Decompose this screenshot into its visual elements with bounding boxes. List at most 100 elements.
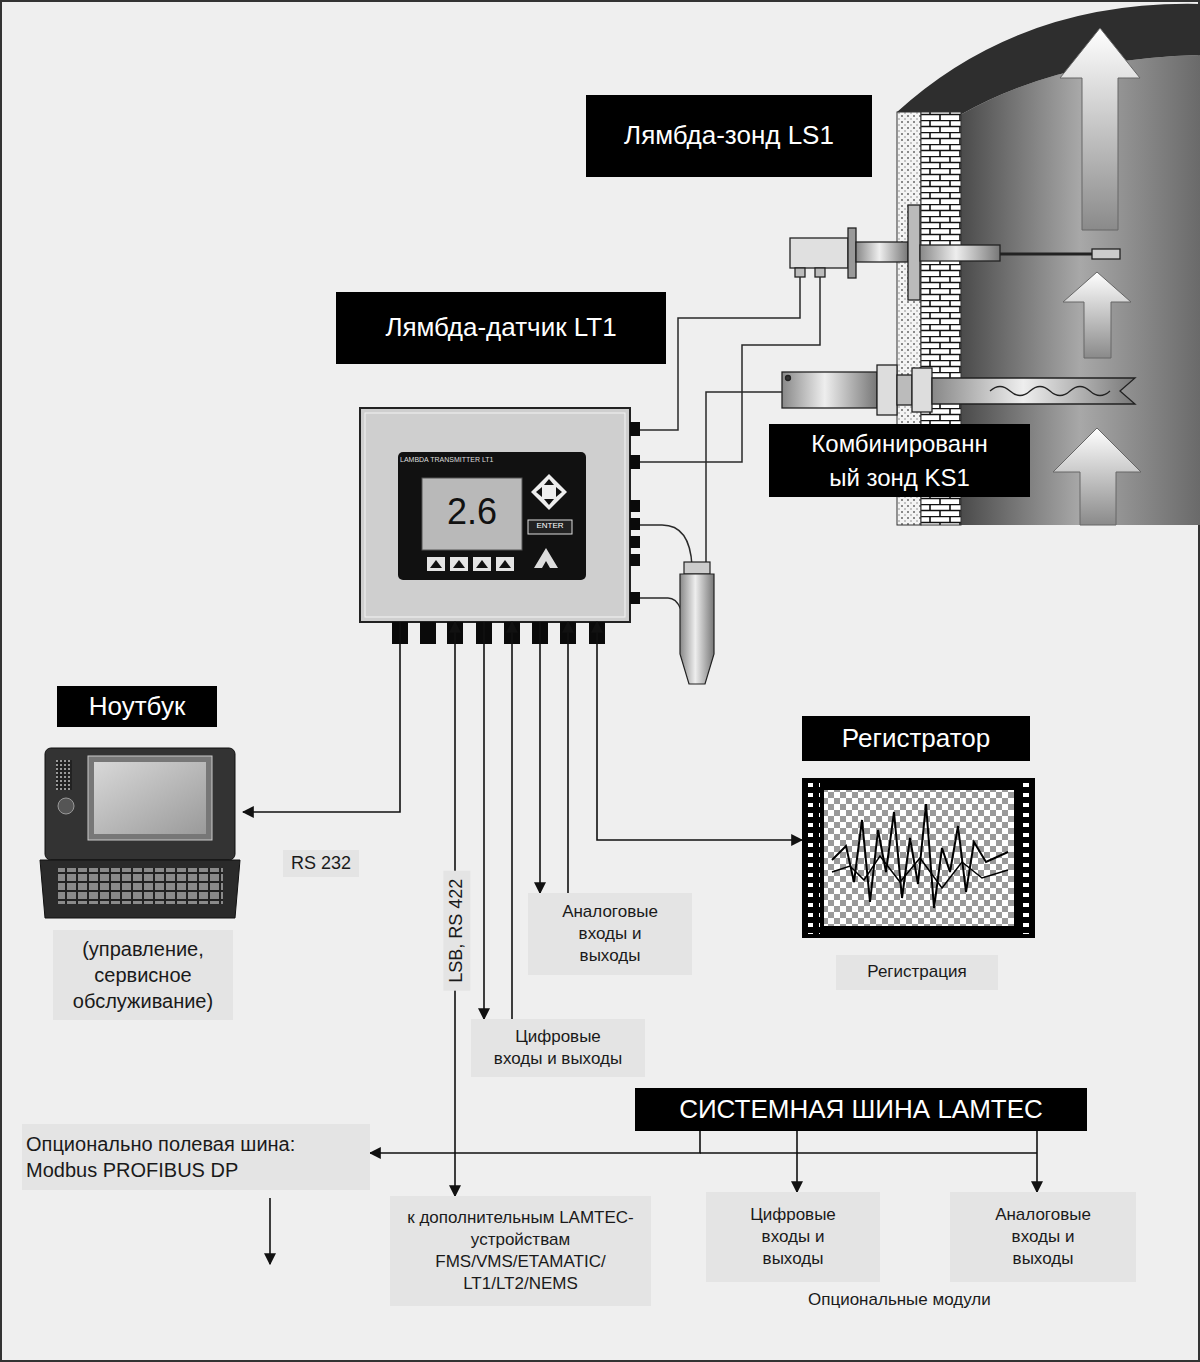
combined-probe-part bbox=[782, 372, 877, 408]
combined-probe-part bbox=[912, 368, 932, 412]
combined-probe-part bbox=[877, 365, 897, 415]
transmitter-housing-part bbox=[528, 520, 572, 534]
lambda-probe-part bbox=[795, 268, 805, 277]
combined-probe-part bbox=[932, 378, 1135, 404]
node-text: Лямбда-датчик LT1 bbox=[346, 311, 656, 345]
combined-probe-part bbox=[786, 376, 791, 381]
transmitter-housing-part-part bbox=[556, 487, 562, 497]
recorder-picture-part bbox=[808, 782, 820, 934]
transmitter-housing-part-part bbox=[473, 557, 491, 571]
node-text: (управление, сервисное обслуживание) bbox=[59, 936, 227, 1014]
node-text: Аналоговые входы и выходы bbox=[552, 901, 668, 967]
io-label: Регистрация bbox=[836, 955, 998, 990]
transmitter-housing-part bbox=[422, 478, 522, 550]
module-box: Аналоговые входы и выходы bbox=[950, 1192, 1136, 1282]
transmitter-housing bbox=[360, 408, 640, 644]
connector-label: LSB, RS 422 bbox=[443, 870, 470, 990]
node-text: к дополнительным LAMTEC-устройствам FMS/… bbox=[398, 1207, 643, 1295]
laptop-picture-part bbox=[58, 868, 223, 904]
transmitter-housing-part-part bbox=[430, 560, 442, 568]
connector-label: RS 232 bbox=[283, 850, 359, 877]
lambda-probe-part bbox=[920, 245, 1000, 261]
lambda-sensor-part bbox=[680, 574, 714, 684]
connector bbox=[511, 622, 513, 1019]
connector bbox=[567, 622, 569, 893]
node-text: Комбинированн ый зонд KS1 bbox=[803, 427, 996, 494]
laptop-picture-part bbox=[58, 798, 74, 814]
node-text: LAMBDA TRANSMITTER LT1 bbox=[400, 455, 520, 464]
lambda-probe-part bbox=[1092, 249, 1120, 259]
lambda-sensor bbox=[680, 562, 714, 684]
recorder-picture bbox=[802, 778, 1035, 938]
transmitter-housing-part-part bbox=[630, 422, 640, 436]
transmitter-device: LAMBDA TRANSMITTER LT12.6ENTER bbox=[360, 408, 630, 622]
lambda-probe-part bbox=[908, 205, 920, 300]
transmitter-housing-part-part bbox=[630, 536, 640, 548]
recorder-picture-part bbox=[1017, 782, 1029, 934]
bus-label: СИСТЕМНАЯ ШИНА LAMTEC bbox=[635, 1088, 1087, 1131]
lambda-sensor-part bbox=[684, 562, 710, 574]
transmitter-housing-part-part bbox=[453, 560, 465, 568]
device-list-box: к дополнительным LAMTEC-устройствам FMS/… bbox=[390, 1196, 651, 1306]
transmitter-housing-part-part bbox=[630, 592, 640, 604]
laptop-picture-part bbox=[88, 756, 212, 840]
connector bbox=[370, 1131, 700, 1153]
recorder-picture-part bbox=[824, 790, 1014, 926]
transmitter-housing-part-part bbox=[630, 455, 640, 469]
node-text: Ноутбук bbox=[57, 686, 217, 727]
recorder: Регистратор bbox=[802, 716, 1035, 938]
probe-label: Лямбда-зонд LS1 bbox=[586, 95, 872, 177]
laptop-picture bbox=[40, 748, 240, 918]
transmitter-housing-part-part bbox=[450, 557, 468, 571]
transmitter-housing-part-part bbox=[630, 500, 640, 512]
connector bbox=[539, 622, 541, 893]
combined-probe-part bbox=[897, 375, 912, 405]
wires-part bbox=[634, 525, 692, 566]
transmitter-housing-part bbox=[392, 422, 640, 644]
transmitter-housing-part-part bbox=[630, 518, 640, 530]
transmitter-housing-part-part bbox=[427, 557, 445, 571]
bus-line-part bbox=[269, 1198, 271, 1264]
node-text: ENTER bbox=[528, 522, 572, 530]
fieldbus-label: Опционально полевая шина: Modbus PROFIBU… bbox=[22, 1124, 370, 1190]
lambda-probe-part bbox=[1000, 253, 1092, 256]
transmitter-housing-part bbox=[398, 452, 586, 580]
node-text: Лямбда-зонд LS1 bbox=[596, 119, 862, 153]
transmitter-housing-part bbox=[531, 474, 567, 510]
flue-duct-part bbox=[897, 4, 1200, 115]
recorder-picture-part bbox=[832, 856, 1008, 888]
node-text: Цифровые входы и выходы bbox=[493, 1026, 623, 1070]
bus-line bbox=[270, 1153, 1037, 1264]
transmitter-housing-part-part bbox=[544, 479, 554, 485]
combined-probe bbox=[782, 365, 1135, 415]
connector bbox=[1036, 1131, 1038, 1192]
laptop-picture-part bbox=[56, 760, 72, 790]
transmitter-housing-part bbox=[427, 557, 514, 571]
connector bbox=[597, 622, 802, 840]
flue-duct-part bbox=[1063, 272, 1131, 358]
transmitter-housing-part-part bbox=[496, 557, 514, 571]
connector bbox=[243, 622, 400, 812]
lambda-probe-part bbox=[815, 268, 825, 277]
transmitter-housing-part-part bbox=[420, 622, 436, 644]
transmitter-housing-part-part bbox=[499, 560, 511, 568]
lambda-probe-part bbox=[848, 228, 856, 278]
wires-part bbox=[634, 598, 686, 640]
lambda-probe-part bbox=[856, 242, 908, 262]
node-text: Регистратор bbox=[802, 716, 1030, 761]
node-text: Цифровые входы и выходы bbox=[736, 1204, 850, 1270]
note-box: (управление, сервисное обслуживание) bbox=[53, 930, 233, 1020]
transmitter-housing-part bbox=[360, 408, 630, 622]
flue-duct-part bbox=[1060, 28, 1140, 230]
sensor-label: Лямбда-датчик LT1 bbox=[336, 292, 666, 364]
recorder-picture-part bbox=[832, 804, 1008, 908]
node-text: СИСТЕМНАЯ ШИНА LAMTEC bbox=[645, 1093, 1077, 1127]
lambda-probe bbox=[790, 205, 1120, 300]
laptop-picture-part bbox=[94, 762, 206, 834]
recorder-picture-part bbox=[802, 778, 1035, 938]
bus-line-part bbox=[700, 1152, 1037, 1154]
io-label: Цифровые входы и выходы bbox=[471, 1019, 645, 1077]
connector bbox=[796, 1131, 798, 1192]
transmitter-housing-part-part bbox=[536, 487, 542, 497]
